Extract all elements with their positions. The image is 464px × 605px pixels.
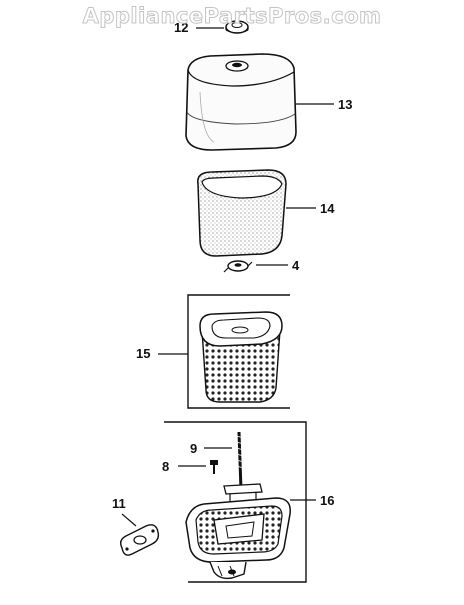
part-15-frame <box>187 294 290 409</box>
callout-15: 15 <box>136 346 150 361</box>
part-13-cover[interactable] <box>185 53 297 151</box>
callout-11: 11 <box>112 496 126 511</box>
part-15-filter[interactable] <box>199 311 283 403</box>
part-8-screw[interactable] <box>210 460 218 474</box>
callout-13: 13 <box>338 97 352 112</box>
callout-14: 14 <box>320 201 335 216</box>
base-bracket[interactable] <box>223 483 263 502</box>
part-11-gasket[interactable] <box>119 524 160 556</box>
callout-9: 9 <box>190 441 197 456</box>
part-14-precleaner[interactable] <box>197 169 287 257</box>
part-16-base[interactable] <box>185 497 291 580</box>
callout-12: 12 <box>174 20 188 35</box>
callout-4: 4 <box>292 258 300 273</box>
leader-11 <box>121 513 137 527</box>
part-16-frame <box>164 421 307 583</box>
callout-16: 16 <box>320 493 334 508</box>
part-4-seal[interactable] <box>223 260 253 273</box>
part-9-stud[interactable] <box>235 431 245 491</box>
callout-8: 8 <box>162 459 169 474</box>
part-12-nut[interactable] <box>225 20 249 34</box>
site-watermark: AppliancePartsPros.com <box>82 4 382 29</box>
